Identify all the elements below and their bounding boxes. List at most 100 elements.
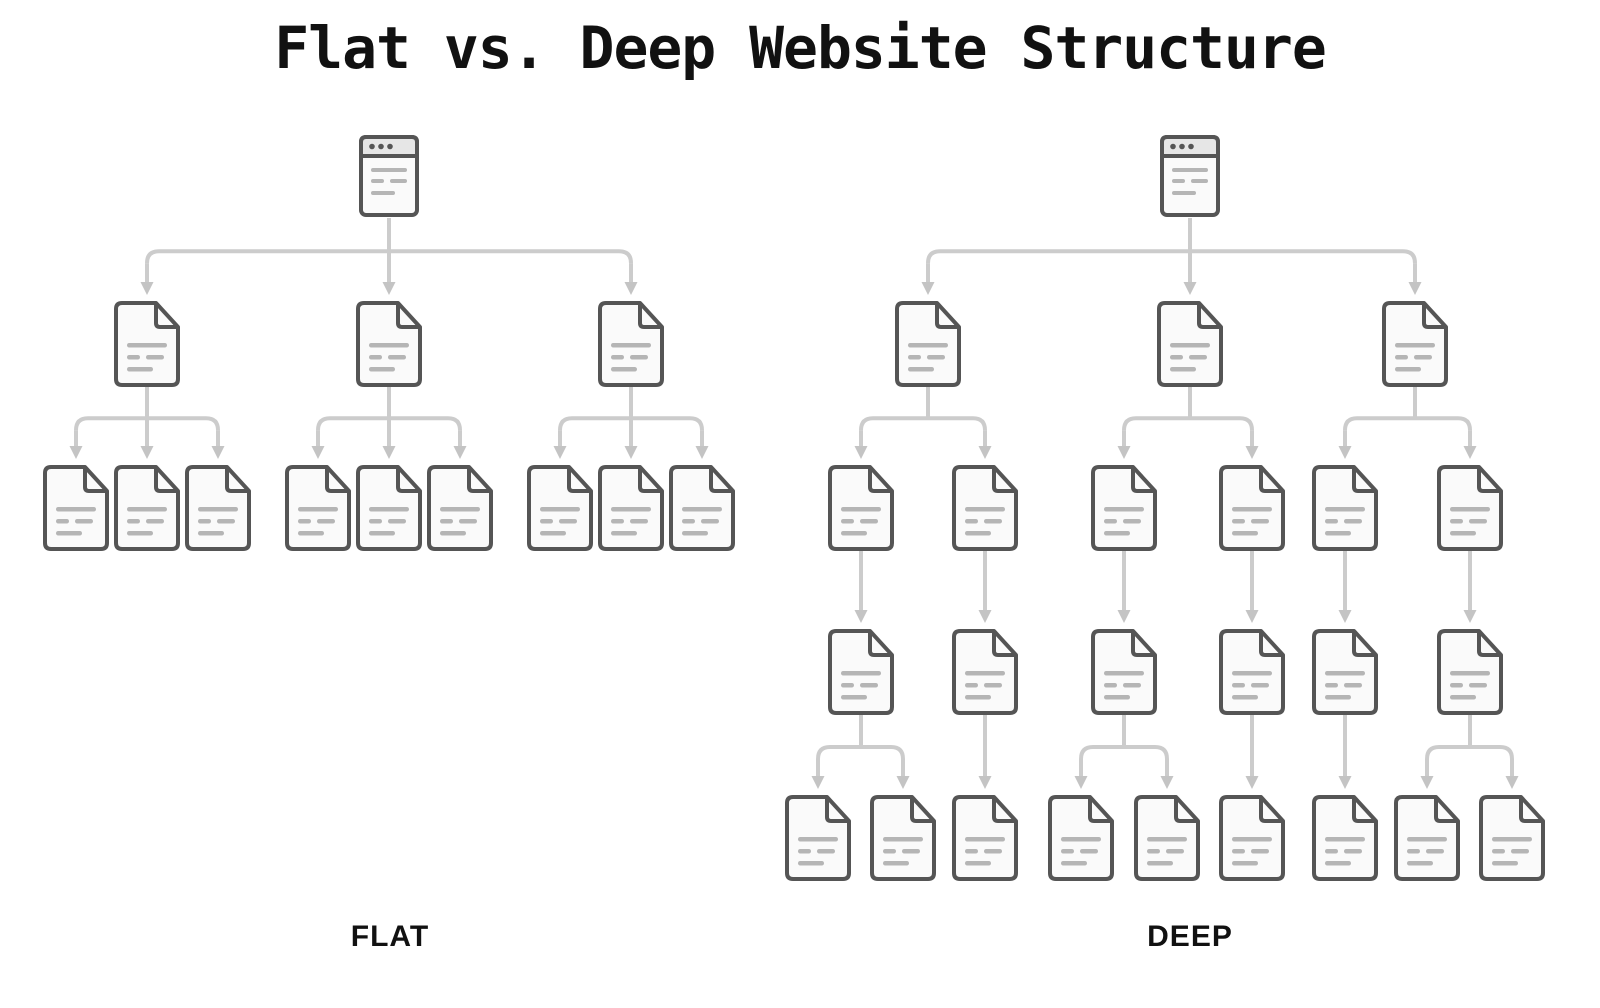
document-page-icon[interactable] <box>114 465 180 551</box>
tree-node[interactable] <box>1219 465 1285 551</box>
document-page-icon[interactable] <box>598 301 664 387</box>
document-page-icon[interactable] <box>669 465 735 551</box>
tree-node[interactable] <box>1157 301 1223 387</box>
tree-node[interactable] <box>1091 629 1157 715</box>
document-page-icon[interactable] <box>1394 795 1460 881</box>
document-page-icon[interactable] <box>285 465 351 551</box>
document-page-icon[interactable] <box>356 465 422 551</box>
document-page-icon[interactable] <box>1134 795 1200 881</box>
tree-node[interactable] <box>1382 301 1448 387</box>
arrow-down-icon <box>1408 282 1422 295</box>
tree-node[interactable] <box>1091 465 1157 551</box>
tree-node[interactable] <box>952 629 1018 715</box>
document-page-icon[interactable] <box>598 465 664 551</box>
tree-node[interactable] <box>669 465 735 551</box>
document-page-icon[interactable] <box>1312 629 1378 715</box>
tree-node[interactable] <box>952 465 1018 551</box>
tree-node[interactable] <box>427 465 493 551</box>
arrow-down-icon <box>1338 776 1352 789</box>
document-page-icon[interactable] <box>1312 465 1378 551</box>
tree-node[interactable] <box>870 795 936 881</box>
connector-line <box>926 249 1417 264</box>
arrow-down-icon <box>382 446 396 459</box>
tree-node[interactable] <box>1394 795 1460 881</box>
document-page-icon[interactable] <box>1219 795 1285 881</box>
tree-node[interactable] <box>114 465 180 551</box>
tree-node[interactable] <box>1312 629 1378 715</box>
tree-node[interactable] <box>785 795 851 881</box>
tree-node[interactable] <box>828 465 894 551</box>
document-page-icon[interactable] <box>1219 629 1285 715</box>
document-page-icon[interactable] <box>952 465 1018 551</box>
document-page-icon[interactable] <box>1312 795 1378 881</box>
tree-node[interactable] <box>828 629 894 715</box>
tree-node[interactable] <box>1437 629 1503 715</box>
document-page-icon[interactable] <box>895 301 961 387</box>
arrow-down-icon <box>453 446 467 459</box>
browser-window-icon[interactable] <box>1160 135 1220 217</box>
document-page-icon[interactable] <box>952 629 1018 715</box>
tree-node[interactable] <box>952 795 1018 881</box>
document-page-icon[interactable] <box>828 465 894 551</box>
document-page-icon[interactable] <box>1479 795 1545 881</box>
root-node[interactable] <box>359 135 419 217</box>
tree-node[interactable] <box>527 465 593 551</box>
tree-node[interactable] <box>114 301 180 387</box>
arrow-down-icon <box>1338 610 1352 623</box>
arrow-down-icon <box>1463 610 1477 623</box>
tree-node[interactable] <box>598 301 664 387</box>
arrow-down-icon <box>1117 610 1131 623</box>
arrow-down-icon <box>211 446 225 459</box>
tree-node[interactable] <box>1219 795 1285 881</box>
tree-node[interactable] <box>1134 795 1200 881</box>
connector-line <box>816 745 905 760</box>
tree-node[interactable] <box>1219 629 1285 715</box>
tree-node[interactable] <box>1048 795 1114 881</box>
document-page-icon[interactable] <box>114 301 180 387</box>
document-page-icon[interactable] <box>1091 629 1157 715</box>
page-title: Flat vs. Deep Website Structure <box>274 14 1327 82</box>
browser-window-icon[interactable] <box>359 135 419 217</box>
connector-line <box>859 416 987 431</box>
document-page-icon[interactable] <box>185 465 251 551</box>
arrow-down-icon <box>382 282 396 295</box>
tree-node[interactable] <box>185 465 251 551</box>
document-page-icon[interactable] <box>43 465 109 551</box>
document-page-icon[interactable] <box>1091 465 1157 551</box>
arrow-down-icon <box>1117 446 1131 459</box>
document-page-icon[interactable] <box>1382 301 1448 387</box>
tree-node[interactable] <box>356 465 422 551</box>
tree-node[interactable] <box>1312 465 1378 551</box>
tree-node[interactable] <box>1437 465 1503 551</box>
arrow-down-icon <box>921 282 935 295</box>
document-page-icon[interactable] <box>952 795 1018 881</box>
arrow-down-icon <box>978 610 992 623</box>
root-node[interactable] <box>1160 135 1220 217</box>
arrow-down-icon <box>1338 446 1352 459</box>
tree-node[interactable] <box>43 465 109 551</box>
connector-line <box>1122 416 1254 431</box>
arrow-down-icon <box>978 776 992 789</box>
document-page-icon[interactable] <box>1219 465 1285 551</box>
arrow-down-icon <box>1420 776 1434 789</box>
document-page-icon[interactable] <box>785 795 851 881</box>
tree-node[interactable] <box>285 465 351 551</box>
document-page-icon[interactable] <box>828 629 894 715</box>
arrow-down-icon <box>624 282 638 295</box>
document-page-icon[interactable] <box>1437 629 1503 715</box>
document-page-icon[interactable] <box>1437 465 1503 551</box>
document-page-icon[interactable] <box>356 301 422 387</box>
document-page-icon[interactable] <box>1048 795 1114 881</box>
tree-node[interactable] <box>1312 795 1378 881</box>
tree-node[interactable] <box>356 301 422 387</box>
arrow-down-icon <box>140 446 154 459</box>
document-page-icon[interactable] <box>1157 301 1223 387</box>
tree-node[interactable] <box>895 301 961 387</box>
tree-node[interactable] <box>598 465 664 551</box>
document-page-icon[interactable] <box>427 465 493 551</box>
document-page-icon[interactable] <box>870 795 936 881</box>
arrow-down-icon <box>1245 776 1259 789</box>
document-page-icon[interactable] <box>527 465 593 551</box>
tree-node[interactable] <box>1479 795 1545 881</box>
arrow-down-icon <box>1183 282 1197 295</box>
